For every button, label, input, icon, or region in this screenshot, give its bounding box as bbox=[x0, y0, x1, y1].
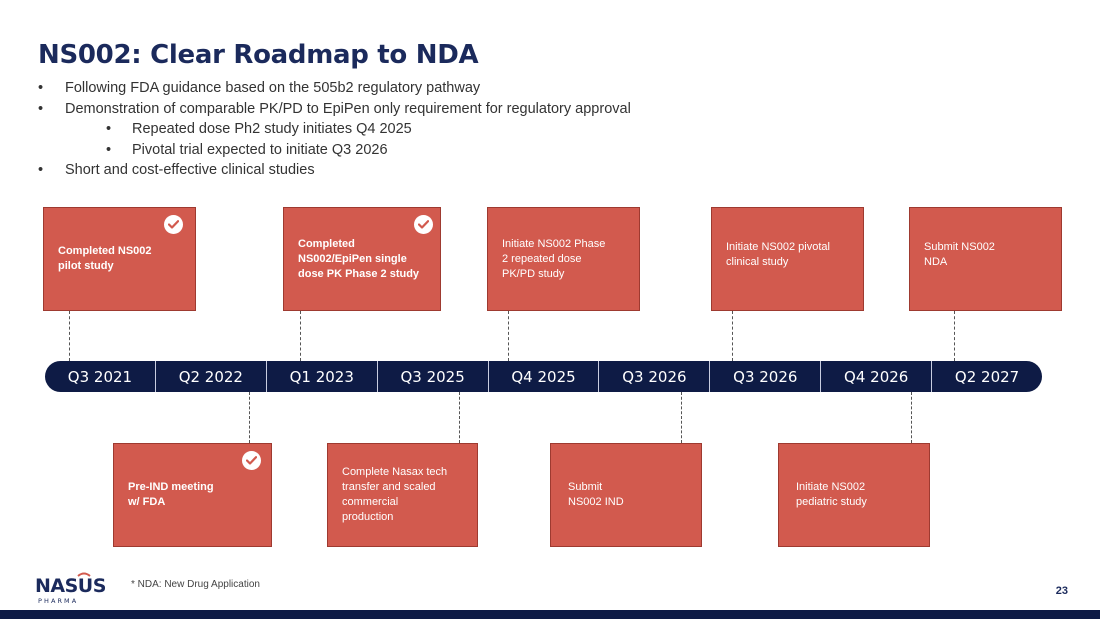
timeline-label: Q4 2026 bbox=[821, 361, 933, 392]
bullet-marker: • bbox=[38, 100, 44, 117]
milestone-text: Initiate NS002 pediatric study bbox=[796, 481, 867, 508]
timeline-label: Q3 2025 bbox=[378, 361, 489, 392]
bullet-marker: • bbox=[106, 121, 112, 137]
connector-line bbox=[249, 392, 250, 443]
connector-line bbox=[732, 311, 733, 361]
connector-line bbox=[69, 311, 70, 361]
slide-title: NS002: Clear Roadmap to NDA bbox=[38, 40, 479, 70]
milestone-box-bottom: Initiate NS002 pediatric study bbox=[778, 443, 930, 547]
connector-line bbox=[459, 392, 460, 443]
milestone-box-top: Initiate NS002 Phase 2 repeated dose PK/… bbox=[487, 207, 640, 311]
check-icon bbox=[164, 215, 183, 234]
timeline-label: Q2 2022 bbox=[156, 361, 267, 392]
timeline-label: Q4 2025 bbox=[489, 361, 600, 392]
milestone-box-top: Initiate NS002 pivotal clinical study bbox=[711, 207, 864, 311]
milestone-box-top: Submit NS002 NDA bbox=[909, 207, 1062, 311]
milestone-text: Completed NS002/EpiPen single dose PK Ph… bbox=[298, 237, 420, 280]
milestone-box-top: Completed NS002 pilot study bbox=[43, 207, 196, 311]
timeline-label: Q3 2026 bbox=[710, 361, 822, 392]
connector-line bbox=[300, 311, 301, 361]
connector-line bbox=[911, 392, 912, 443]
connector-line bbox=[954, 311, 955, 361]
connector-line bbox=[508, 311, 509, 361]
timeline-label: Q2 2027 bbox=[954, 367, 1020, 386]
milestone-box-bottom: Complete Nasax tech transfer and scaled … bbox=[327, 443, 478, 547]
check-icon bbox=[242, 451, 261, 470]
bottom-bar bbox=[0, 610, 1100, 619]
footnote: * NDA: New Drug Application bbox=[131, 579, 260, 590]
connector-line bbox=[681, 392, 682, 443]
milestone-box-bottom: Submit NS002 IND bbox=[550, 443, 702, 547]
page-number: 23 bbox=[1055, 585, 1068, 597]
bullet-marker: • bbox=[38, 162, 44, 178]
milestone-text: Completed NS002 pilot study bbox=[58, 245, 152, 272]
milestone-box-top: Completed NS002/EpiPen single dose PK Ph… bbox=[283, 207, 441, 311]
nasus-pharma-logo: NASUS P H A R M A bbox=[34, 570, 109, 606]
timeline-label: Q1 2023 bbox=[267, 361, 378, 392]
milestone-text: Initiate NS002 pivotal clinical study bbox=[726, 241, 830, 268]
milestone-text: Submit NS002 NDA bbox=[924, 241, 995, 268]
milestone-box-bottom: Pre-IND meeting w/ FDA bbox=[113, 443, 272, 547]
milestone-text: Initiate NS002 Phase 2 repeated dose PK/… bbox=[502, 237, 606, 280]
svg-text:NASUS: NASUS bbox=[35, 575, 106, 597]
bullet-marker: • bbox=[38, 80, 44, 96]
timeline-bar: Q3 2021 Q2 2022 Q1 2023 Q3 2025 Q4 2025 … bbox=[45, 361, 1042, 392]
milestone-text: Complete Nasax tech transfer and scaled … bbox=[342, 466, 448, 523]
milestone-text: Pre-IND meeting w/ FDA bbox=[128, 481, 214, 508]
bullet-marker: • bbox=[106, 141, 112, 158]
timeline-label: Q3 2026 bbox=[599, 361, 711, 392]
timeline-label: Q3 2021 bbox=[45, 361, 156, 392]
check-icon bbox=[414, 215, 433, 234]
milestone-text: Submit NS002 IND bbox=[568, 481, 624, 508]
svg-text:P H A R M A: P H A R M A bbox=[38, 597, 77, 605]
